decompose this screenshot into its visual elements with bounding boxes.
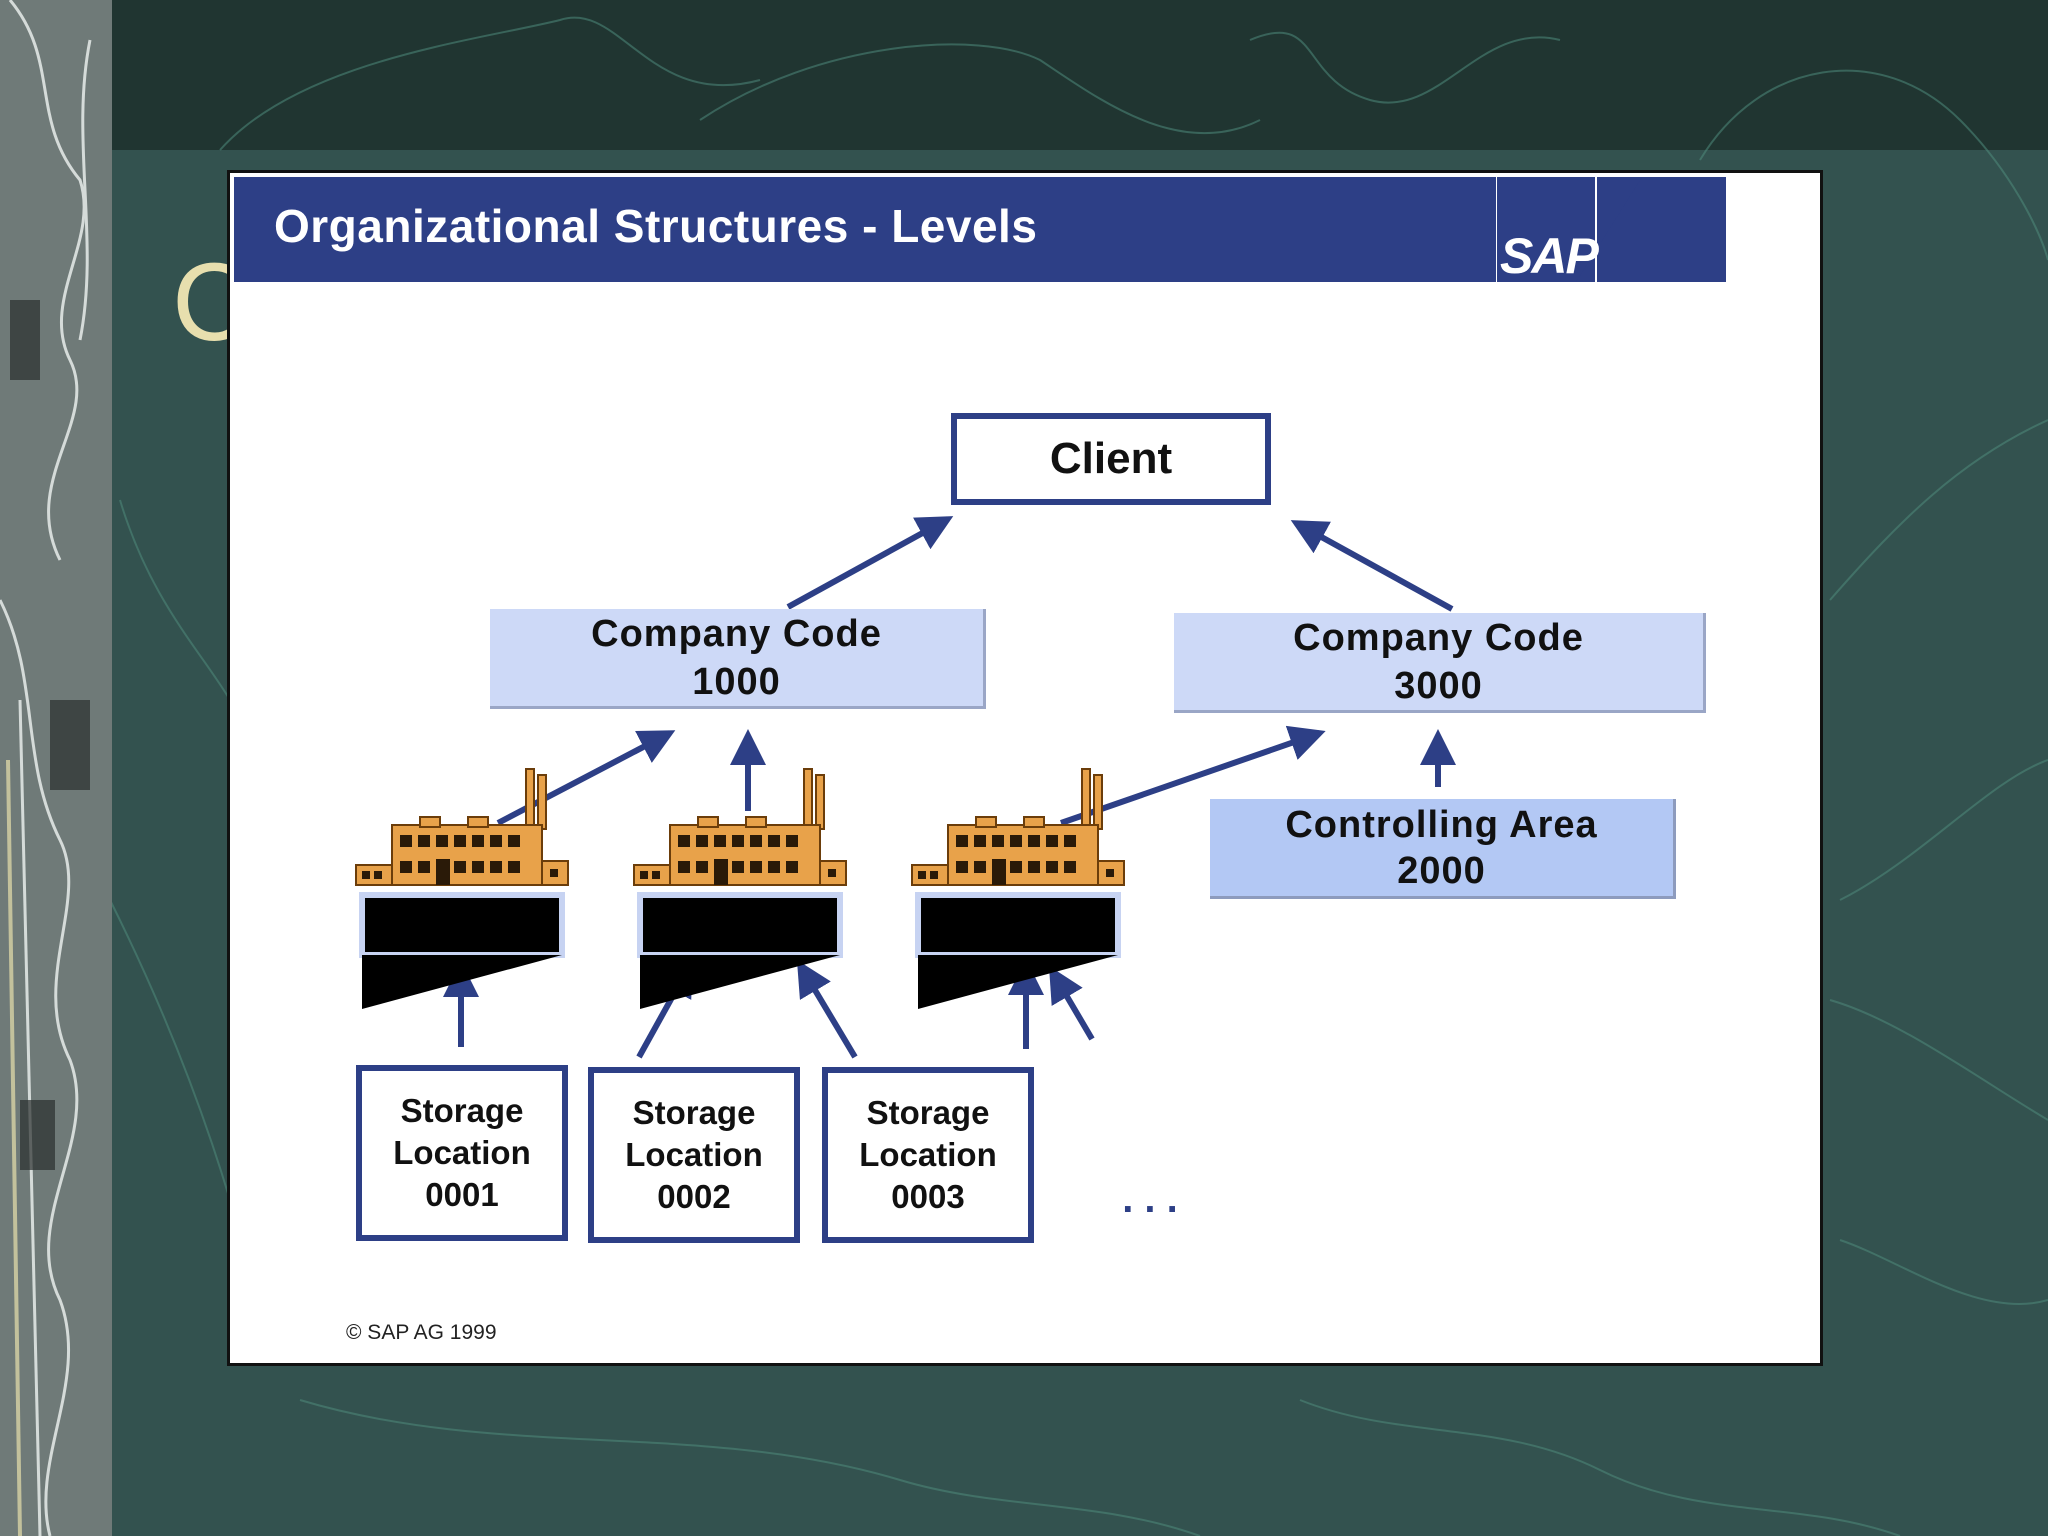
- client-label: Client: [1049, 434, 1173, 483]
- arrow-cc1000-to-client: [786, 516, 954, 610]
- storage-location-line1: Storage: [632, 1094, 756, 1131]
- plant-icon: [634, 769, 846, 1009]
- slide-image-panel: Organizational Structures - Levels SAP: [227, 170, 1823, 1366]
- arrow-cc3000-to-client: [1290, 520, 1454, 612]
- plant-icon: [912, 769, 1124, 1009]
- org-structure-diagram: [230, 516, 1456, 1059]
- storage-location-0001-box: Storage Location 0001: [356, 1065, 568, 1241]
- storage-location-line1: Storage: [866, 1094, 990, 1131]
- company-code-1000-box: Company Code 1000: [490, 609, 986, 709]
- arrow-more-to-plant3-b: [1048, 965, 1095, 1041]
- controlling-area-number: 2000: [1397, 849, 1486, 892]
- storage-location-line2: Location: [393, 1134, 531, 1171]
- storage-location-line1: Storage: [400, 1092, 524, 1129]
- header-title: Organizational Structures - Levels: [274, 200, 1038, 252]
- header-bar: Organizational Structures - Levels: [234, 177, 1726, 282]
- company-code-label: Company Code: [1293, 616, 1584, 659]
- sap-logo-text: SAP: [1500, 228, 1599, 284]
- company-code-number: 3000: [1394, 664, 1483, 707]
- storage-location-code: 0003: [891, 1178, 965, 1215]
- storage-location-line2: Location: [625, 1136, 763, 1173]
- storage-location-line2: Location: [859, 1136, 997, 1173]
- storage-location-0003-box: Storage Location 0003: [822, 1067, 1034, 1243]
- arrow-plant3-to-cc3000: [1060, 725, 1326, 826]
- arrow-plant1-to-cc1000: [496, 730, 676, 826]
- copyright-text: © SAP AG 1999: [346, 1321, 497, 1344]
- client-box: Client: [951, 413, 1271, 505]
- storage-location-code: 0002: [657, 1178, 731, 1215]
- sap-logo: [1496, 177, 1642, 282]
- storage-location-0002-box: Storage Location 0002: [588, 1067, 800, 1243]
- storage-location-code: 0001: [425, 1176, 499, 1213]
- company-code-label: Company Code: [591, 612, 882, 655]
- controlling-area-box: Controlling Area 2000: [1210, 799, 1676, 899]
- arrow-sl0003-to-plant2: [796, 959, 858, 1059]
- controlling-area-label: Controlling Area: [1285, 803, 1598, 846]
- company-code-3000-box: Company Code 3000: [1174, 613, 1706, 713]
- more-indicator: . . .: [1122, 1177, 1178, 1221]
- company-code-number: 1000: [692, 660, 781, 703]
